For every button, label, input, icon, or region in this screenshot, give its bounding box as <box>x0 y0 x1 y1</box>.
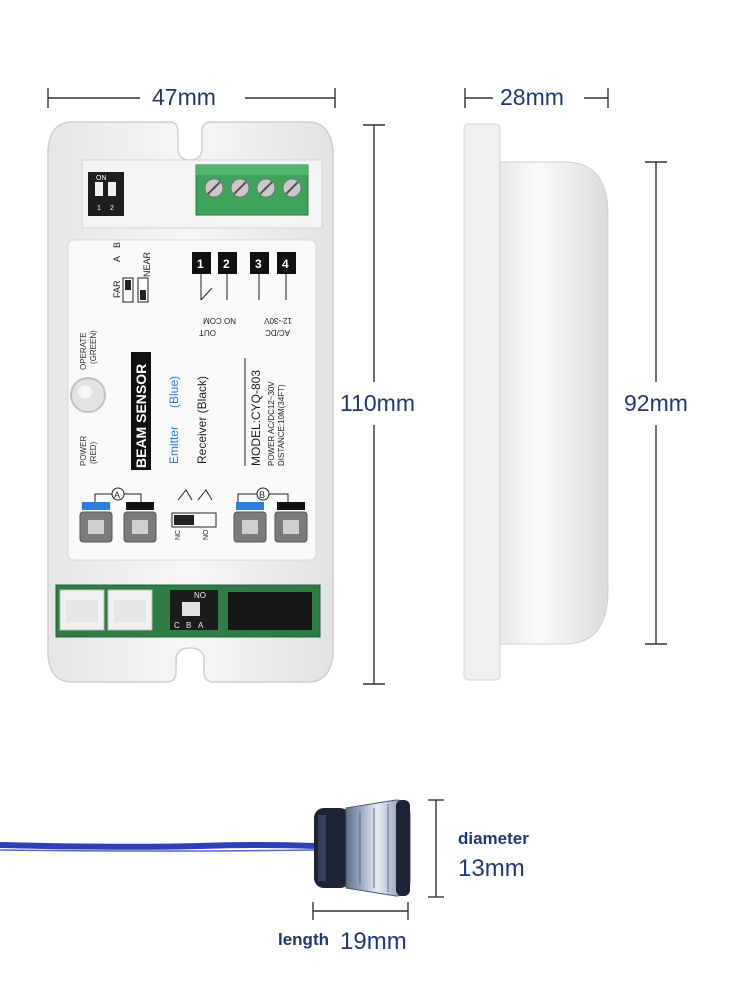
svg-text:AC/DC: AC/DC <box>265 328 290 337</box>
svg-text:Emitter: Emitter <box>167 426 181 464</box>
svg-text:2: 2 <box>110 205 114 212</box>
svg-text:MODEL:CYQ-803: MODEL:CYQ-803 <box>249 370 263 466</box>
svg-text:A: A <box>114 490 120 500</box>
svg-text:POWER AC/DC12~30V: POWER AC/DC12~30V <box>267 381 276 466</box>
svg-text:B: B <box>259 490 265 500</box>
svg-text:OPERATE: OPERATE <box>79 332 88 370</box>
length-label: length <box>278 930 329 949</box>
svg-text:NO: NO <box>203 529 210 540</box>
svg-text:3: 3 <box>255 257 262 271</box>
svg-text:B: B <box>112 242 122 248</box>
svg-text:FAR: FAR <box>112 280 122 298</box>
svg-text:4: 4 <box>282 257 289 271</box>
width-dimension-label: 47mm <box>152 84 216 110</box>
svg-text:A: A <box>198 621 204 630</box>
svg-text:ON: ON <box>194 590 206 599</box>
svg-text:1: 1 <box>197 257 204 271</box>
side-height-dimension-label: 92mm <box>624 390 688 416</box>
svg-text:1: 1 <box>97 205 101 212</box>
blue-cable <box>0 842 315 850</box>
svg-text:NC: NC <box>175 530 182 540</box>
svg-text:B: B <box>186 621 191 630</box>
svg-text:BEAM SENSOR: BEAM SENSOR <box>133 364 149 468</box>
svg-text:NO COM: NO COM <box>203 316 236 325</box>
svg-text:NEAR: NEAR <box>142 251 152 277</box>
front-height-dimension-label: 110mm <box>340 390 415 416</box>
svg-text:ON: ON <box>96 175 107 182</box>
svg-text:(GREEN): (GREEN) <box>89 330 98 364</box>
svg-text:2: 2 <box>223 257 230 271</box>
svg-text:DISTANCE:10M(34FT): DISTANCE:10M(34FT) <box>277 384 286 466</box>
svg-text:POWER: POWER <box>79 436 88 466</box>
svg-text:C: C <box>174 621 180 630</box>
svg-text:12~30V: 12~30V <box>264 316 292 325</box>
svg-text:Receiver (Black): Receiver (Black) <box>195 376 209 464</box>
svg-text:A: A <box>112 256 122 262</box>
svg-text:(Blue): (Blue) <box>167 376 181 408</box>
diameter-label: diameter <box>458 829 529 848</box>
depth-dimension-label: 28mm <box>500 84 564 110</box>
diameter-value: 13mm <box>458 855 525 882</box>
svg-text:OUT: OUT <box>199 328 216 337</box>
length-value: 19mm <box>340 928 407 955</box>
dip-switch <box>88 172 124 216</box>
svg-text:(RED): (RED) <box>89 441 98 464</box>
